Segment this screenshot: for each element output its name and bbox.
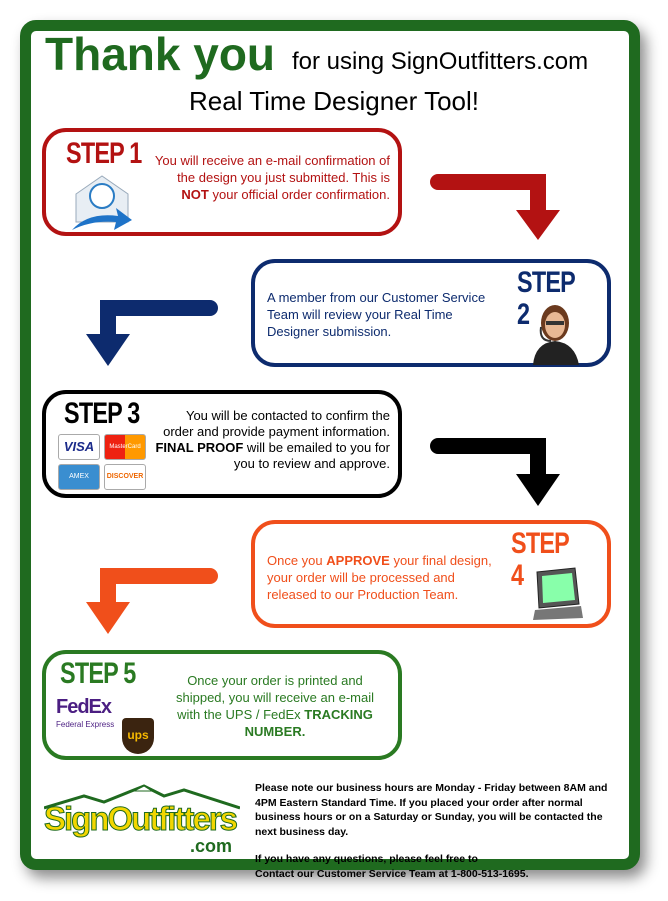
email-icon	[72, 175, 132, 230]
step-4-box: STEP 4 Once you APPROVE your final desig…	[251, 520, 611, 628]
mountain-logo-icon	[44, 784, 240, 810]
logo-suffix: .com	[190, 836, 233, 856]
step-5-box: STEP 5 FedEx Federal Express ups Once yo…	[42, 650, 402, 760]
step-1-box: STEP 1 You will receive an e-mail confir…	[42, 128, 402, 236]
questions-text: If you have any questions, please feel f…	[255, 853, 478, 865]
discover-icon: DISCOVER	[104, 464, 146, 490]
fedex-subtitle: Federal Express	[56, 720, 115, 729]
amex-icon: AMEX	[58, 464, 100, 490]
step-4-label: STEP 4	[511, 527, 569, 592]
arrow-step2-to-step3	[86, 300, 218, 366]
business-hours-note: Please note our business hours are Monda…	[255, 781, 627, 881]
step-3-label: STEP 3	[64, 397, 140, 430]
arrow-step3-to-step4	[430, 438, 560, 506]
step-2-text: A member from our Customer Service Team …	[267, 290, 486, 339]
step-1-text: You will receive an e-mail confirmation …	[154, 153, 390, 202]
step-5-text: Once your order is printed and shipped, …	[176, 673, 374, 739]
subtitle: Real Time Designer Tool!	[189, 86, 479, 116]
logo-name: SignOutfitters	[44, 800, 239, 837]
production-machine-icon	[533, 567, 583, 620]
for-using-text: for using SignOutfitters.com	[292, 48, 589, 75]
step-2-label: STEP 2	[517, 266, 575, 331]
step-2-box: STEP 2 A member from our Customer Servic…	[251, 259, 611, 367]
fedex-logo: FedEx	[56, 696, 112, 718]
thank-you-heading: Thank you	[45, 28, 276, 80]
step-5-label: STEP 5	[60, 657, 136, 690]
ups-logo: ups	[122, 718, 154, 754]
step-1-label: STEP 1	[66, 137, 142, 170]
arrow-step4-to-step5	[86, 568, 218, 634]
step-3-text: You will be contacted to confirm the ord…	[155, 408, 390, 471]
mastercard-icon: MasterCard	[104, 434, 146, 460]
contact-text: Contact our Customer Service Team at 1-8…	[255, 867, 529, 880]
visa-icon: VISA	[58, 434, 100, 460]
hours-text: Please note our business hours are Monda…	[255, 782, 608, 838]
step-3-box: STEP 3 VISA MasterCard AMEX DISCOVER You…	[42, 390, 402, 498]
step-4-text: Once you APPROVE your final design, your…	[267, 553, 492, 602]
arrow-step1-to-step2	[430, 174, 560, 240]
customer-service-agent-icon	[533, 305, 579, 365]
